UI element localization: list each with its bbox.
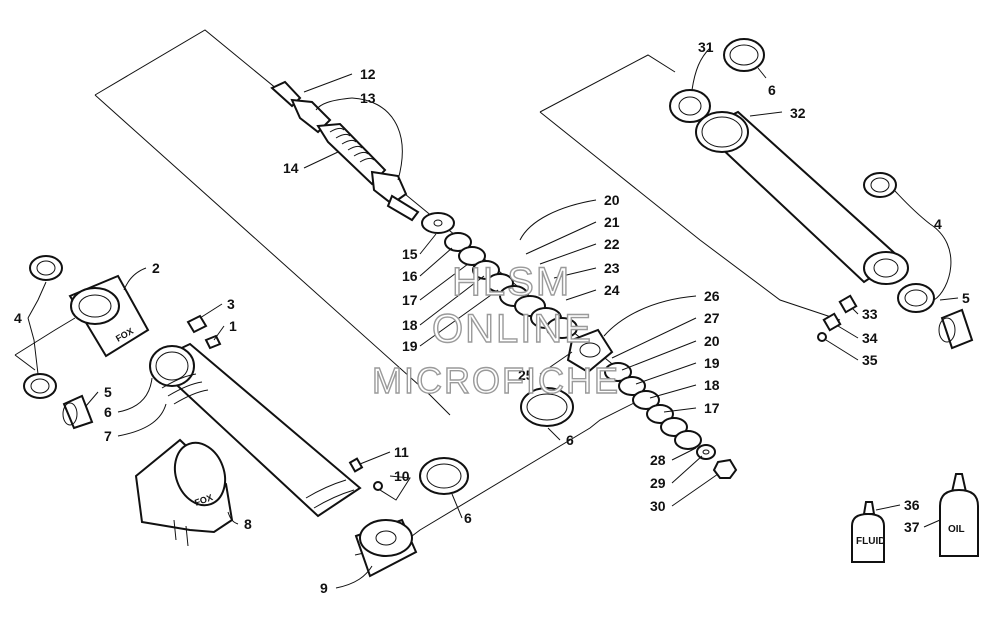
callout-6: 6: [464, 510, 472, 526]
callout-labels: 12 13 14 31 6 32 20 21 22 23 24 15 16 17…: [14, 39, 970, 596]
watermark-line-1: HLSM: [452, 260, 571, 304]
fittings: [186, 314, 383, 491]
callout-23: 23: [604, 260, 620, 276]
callout-4: 4: [14, 310, 22, 326]
callout-16: 16: [402, 268, 418, 284]
shaft-spring-coils: [329, 127, 375, 163]
callout-27: 27: [704, 310, 720, 326]
callout-4: 4: [934, 216, 942, 232]
callout-5: 5: [962, 290, 970, 306]
callout-12: 12: [360, 66, 376, 82]
callout-6: 6: [768, 82, 776, 98]
reservoir-end-bushings: [863, 172, 974, 350]
callout-5: 5: [104, 384, 112, 400]
reservoir-assembly: [669, 38, 909, 285]
fluid-bottle: FLUID: [851, 501, 885, 563]
callout-31: 31: [698, 39, 714, 55]
callout-2: 2: [152, 260, 160, 276]
leader-lines: [27, 47, 959, 589]
callout-6: 6: [104, 404, 112, 420]
watermark-line-3: MICROFICHE: [372, 360, 620, 401]
callout-3: 3: [227, 296, 235, 312]
callout-7: 7: [104, 428, 112, 444]
watermark-line-2: ONLINE: [432, 307, 593, 351]
callout-22: 22: [604, 236, 620, 252]
callout-36: 36: [904, 497, 920, 513]
oil-bottle-label: OIL: [948, 524, 965, 535]
callout-6: 6: [566, 432, 574, 448]
callout-33: 33: [862, 306, 878, 322]
callout-24: 24: [604, 282, 620, 298]
callout-10: 10: [394, 468, 410, 484]
body-grooves: [161, 373, 355, 509]
callout-1: 1: [229, 318, 237, 334]
callout-8: 8: [244, 516, 252, 532]
callout-20: 20: [704, 333, 720, 349]
callout-20: 20: [604, 192, 620, 208]
callout-18: 18: [704, 377, 720, 393]
piston-shaft-assembly: [270, 80, 420, 222]
callout-17: 17: [704, 400, 720, 416]
lower-valve-stack: [604, 362, 738, 479]
watermark: HLSM ONLINE MICROFICHE: [371, 259, 620, 401]
schrader-valve-parts: [817, 294, 858, 342]
callout-32: 32: [790, 105, 806, 121]
callout-35: 35: [862, 352, 878, 368]
callout-21: 21: [604, 214, 620, 230]
callout-25: 25: [518, 367, 534, 383]
callout-14: 14: [283, 160, 299, 176]
callout-29: 29: [650, 475, 666, 491]
piston: [566, 328, 614, 374]
callout-26: 26: [704, 288, 720, 304]
shock-body-assembly: FOX: [23, 255, 362, 518]
valve-stack-washers: [421, 212, 578, 339]
callout-13: 13: [360, 90, 376, 106]
fluid-bottle-label: FLUID: [856, 536, 885, 547]
callout-19: 19: [704, 355, 720, 371]
callout-18: 18: [402, 317, 418, 333]
oil-bottle: OIL: [939, 473, 979, 557]
callout-37: 37: [904, 519, 920, 535]
callout-11: 11: [394, 444, 409, 460]
bumper-sleeve: FOX: [134, 438, 234, 547]
callout-15: 15: [402, 246, 418, 262]
callout-28: 28: [650, 452, 666, 468]
wear-band-mid: [520, 387, 574, 427]
end-cap-assembly: [354, 457, 469, 578]
callout-9: 9: [320, 580, 328, 596]
callout-30: 30: [650, 498, 666, 514]
callout-34: 34: [862, 330, 878, 346]
callout-17: 17: [402, 292, 418, 308]
callout-19: 19: [402, 338, 418, 354]
